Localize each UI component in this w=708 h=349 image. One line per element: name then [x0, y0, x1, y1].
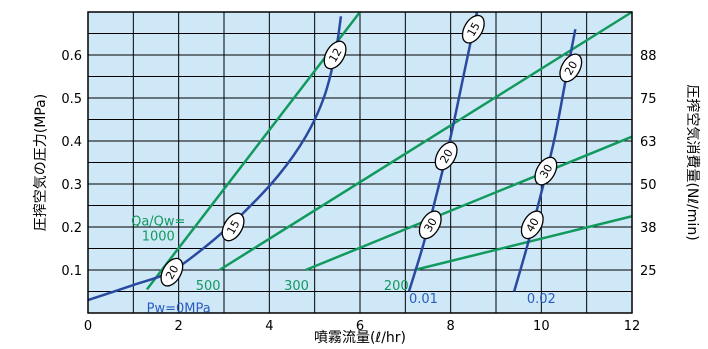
curve-marker-label: 20: [163, 263, 181, 282]
x-tick-label: 2: [175, 319, 183, 334]
y-right-tick-label: 50: [640, 178, 657, 193]
y-right-tick-label: 75: [640, 92, 657, 107]
ratio-title: Qa/Qw=: [131, 215, 185, 230]
y-tick-label: 0.6: [61, 49, 82, 64]
y-right-tick-label: 88: [640, 49, 657, 64]
curve-marker-label: 20: [562, 59, 580, 78]
ratio-line: [305, 135, 633, 272]
y-right-axis-label: 圧搾空気消費量(Nℓ/min): [684, 84, 701, 240]
curve-marker-oval: [559, 53, 583, 83]
ratio-line-label: 300: [284, 279, 309, 294]
curve-marker-oval: [323, 40, 347, 70]
y-axis-label: 圧搾空気の圧力(MPa): [32, 94, 49, 231]
curve-marker-label: 20: [437, 147, 455, 166]
y-tick-label: 0.4: [61, 135, 82, 150]
curve-marker-label: 40: [524, 216, 542, 235]
ratio-line: [414, 215, 633, 272]
ratio-line-label: 1000: [142, 230, 175, 245]
pressure-curve-name: 0.02: [527, 292, 556, 307]
pressure-curve: [87, 16, 343, 302]
y-tick-label: 0.2: [61, 221, 82, 236]
annotations: 1000 500 300 200 Qa/Qw= Pw=0MPa 20 15 12 0.01 30 20…: [131, 14, 583, 316]
x-tick-label: 6: [356, 319, 364, 334]
pressure-curve-name: 0.01: [409, 292, 438, 307]
curve-marker-oval: [418, 210, 442, 240]
curve-marker-label: 15: [465, 20, 483, 39]
x-tick-label: 10: [533, 319, 550, 334]
curve-marker-oval: [461, 14, 485, 44]
y-tick-label: 0.1: [61, 264, 82, 279]
y-right-tick-label: 63: [640, 135, 657, 150]
y-right-tick-label: 25: [640, 264, 657, 279]
y-tick-label: 0.3: [61, 178, 82, 193]
curve-marker-oval: [221, 212, 245, 242]
x-axis-label: 噴霧流量(ℓ/hr): [314, 330, 406, 346]
x-tick-label: 8: [447, 319, 455, 334]
ratio-line-label: 500: [196, 279, 221, 294]
y-right-tick-label: 38: [640, 221, 657, 236]
curve-marker-label: 15: [224, 218, 242, 237]
ratio-lines: [145, 10, 633, 291]
x-tick-label: 0: [84, 319, 92, 334]
plot-frame: [87, 11, 633, 314]
y-tick-label: 0.5: [61, 92, 82, 107]
x-tick-label: 12: [624, 319, 641, 334]
curve-marker-oval: [160, 257, 184, 287]
curve-marker-oval: [534, 156, 558, 186]
ratio-line: [218, 10, 633, 272]
curve-marker-oval: [434, 141, 458, 171]
curve-marker-label: 12: [326, 46, 344, 65]
ratio-line-label: 200: [384, 279, 409, 294]
curve-marker-oval: [520, 210, 544, 240]
tick-labels: 0 2 4 6 8 10 12 0.1 0.2 0.3 0.4 0.5 0.6 25 38 50 63 75 88: [61, 49, 656, 334]
pressure-curve-name: Pw=0MPa: [147, 301, 211, 316]
curve-marker-label: 30: [422, 216, 440, 235]
x-tick-label: 4: [265, 319, 273, 334]
curve-marker-label: 30: [537, 162, 555, 181]
